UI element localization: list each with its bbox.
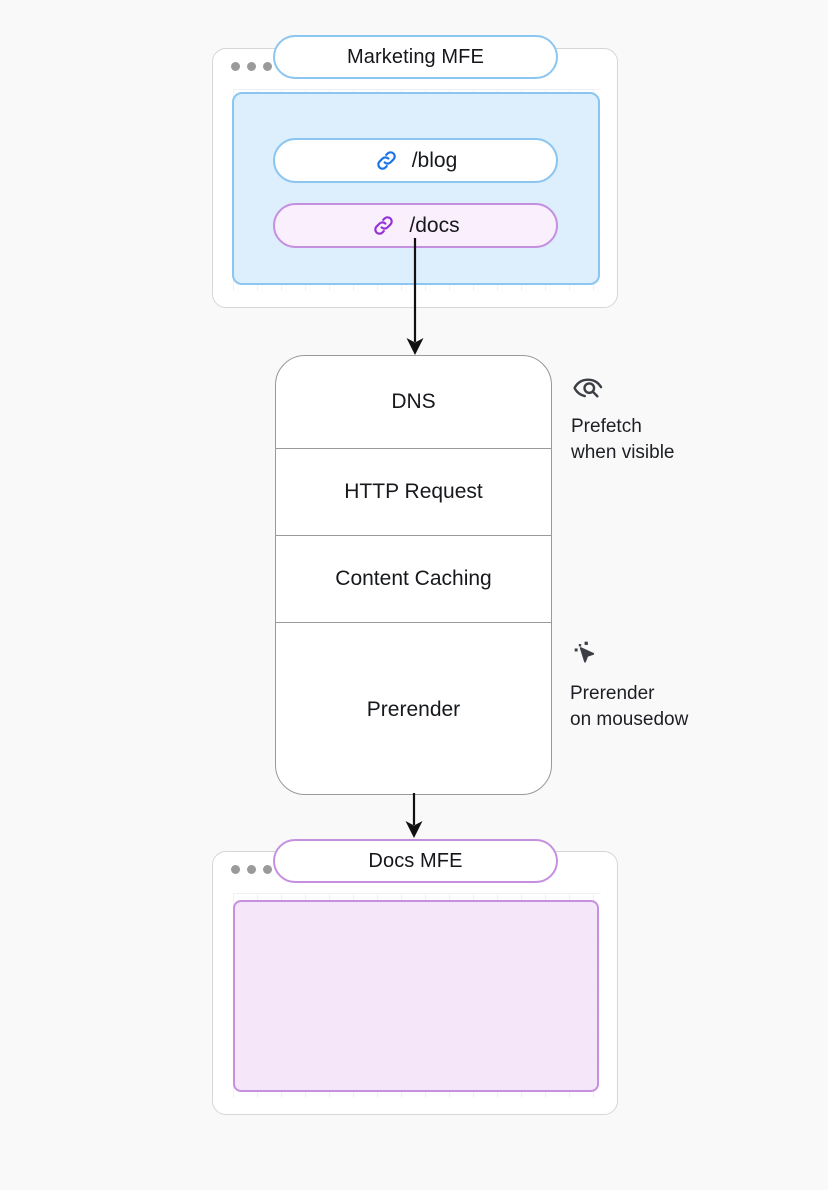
arrow-routes-to-pipeline [395, 238, 435, 358]
traffic-light-dot[interactable] [263, 865, 272, 874]
pipeline-step-label: DNS [391, 390, 436, 413]
pipeline-step-content-caching[interactable]: Content Caching [276, 536, 551, 623]
docs-mfe-title[interactable]: Docs MFE [273, 839, 558, 883]
traffic-lights-bottom [231, 865, 272, 874]
pipeline-step-label: HTTP Request [344, 480, 483, 503]
annotation-text: Prerender on mousedow [570, 683, 689, 730]
eye-scan-icon [571, 371, 791, 405]
pipeline-step-prerender[interactable]: Prerender [276, 623, 551, 794]
navigation-pipeline: DNS HTTP Request Content Caching Prerend… [275, 355, 552, 795]
arrow-pipeline-to-docs [394, 793, 434, 841]
route-label: /docs [409, 213, 460, 237]
link-icon [374, 148, 399, 173]
traffic-light-dot[interactable] [231, 865, 240, 874]
traffic-light-dot[interactable] [231, 62, 240, 71]
traffic-light-dot[interactable] [247, 865, 256, 874]
annotation-text: Prefetch when visible [571, 416, 675, 463]
route-pill-blog[interactable]: /blog [273, 138, 558, 183]
annotation-prerender: Prerender on mousedow [570, 638, 800, 733]
annotation-prefetch: Prefetch when visible [571, 371, 791, 466]
pipeline-step-dns[interactable]: DNS [276, 356, 551, 449]
traffic-light-dot[interactable] [247, 62, 256, 71]
pipeline-step-http-request[interactable]: HTTP Request [276, 449, 551, 536]
traffic-light-dot[interactable] [263, 62, 272, 71]
cursor-click-icon [570, 638, 800, 672]
marketing-mfe-title[interactable]: Marketing MFE [273, 35, 558, 79]
link-icon [371, 213, 396, 238]
traffic-lights-top [231, 62, 272, 71]
route-label: /blog [411, 148, 458, 172]
pipeline-step-label: Prerender [366, 697, 461, 721]
docs-content-panel [233, 900, 599, 1092]
pipeline-step-label: Content Caching [335, 567, 492, 590]
